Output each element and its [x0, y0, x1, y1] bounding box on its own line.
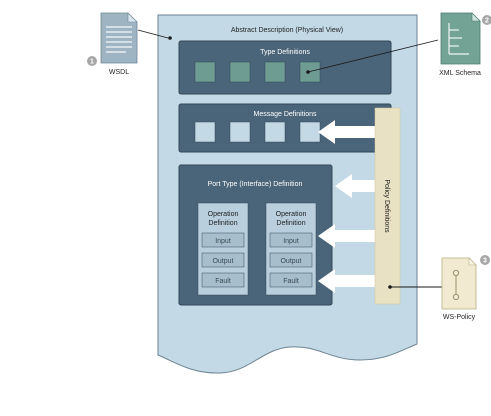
input-label: Input	[283, 238, 299, 245]
arrow-to-operation-fault	[318, 269, 375, 293]
operation-title-line1: Operation	[276, 211, 307, 218]
operation-definition-box: Operation Definition Input Output Fault	[197, 202, 249, 296]
output-label: Output	[280, 258, 301, 265]
fault-row	[269, 272, 313, 288]
type-definition-square	[194, 61, 216, 83]
port-type-definition-box: Port Type (Interface) Definition Operati…	[178, 164, 333, 306]
wsdl-label: WSDL	[109, 69, 129, 76]
input-label: Input	[215, 238, 231, 245]
type-definition-square	[299, 61, 321, 83]
ws-policy-connector-dot	[388, 285, 392, 289]
message-definition-square	[299, 121, 321, 143]
type-definitions-box: Type Definitions	[178, 40, 392, 95]
connectors	[137, 29, 442, 289]
message-definition-square	[264, 121, 286, 143]
wsdl-connector-dot	[168, 36, 172, 40]
policy-definitions-label: Policy Definitions	[383, 179, 390, 233]
ws-policy-label: WS-Policy	[443, 314, 476, 321]
xml-schema-label: XML Schema	[439, 70, 481, 77]
ws-policy-badge	[480, 255, 490, 265]
ws-policy-badge-number: 3	[483, 258, 487, 265]
policy-definitions-bar: Policy Definitions	[374, 107, 401, 305]
output-row	[201, 252, 245, 268]
message-definition-square	[194, 121, 216, 143]
type-definition-square	[229, 61, 251, 83]
input-row	[201, 232, 245, 248]
fault-label: Fault	[215, 278, 231, 285]
type-definitions-label: Type Definitions	[260, 49, 310, 56]
wsdl-badge-number: 1	[90, 59, 94, 66]
operation-title-line2: Definition	[208, 220, 237, 227]
output-label: Output	[212, 258, 233, 265]
wsdl-badge	[87, 56, 97, 66]
abstract-description-title: Abstract Description (Physical View)	[231, 27, 343, 34]
arrow-to-message-definitions	[318, 120, 375, 144]
message-definitions-label: Message Definitions	[253, 111, 317, 118]
xml-schema-badge	[482, 15, 491, 25]
document-icon	[100, 12, 138, 64]
schema-document-icon	[440, 12, 481, 65]
input-row	[269, 232, 313, 248]
message-definition-square	[229, 121, 251, 143]
operation-definition-box: Operation Definition Input Output Fault	[265, 202, 317, 296]
policy-arrows	[318, 120, 375, 293]
xml-schema-connector-dot	[306, 70, 310, 74]
fault-row	[201, 272, 245, 288]
policy-document-icon	[441, 257, 477, 310]
operation-title-line2: Definition	[276, 220, 305, 227]
type-definition-square	[264, 61, 286, 83]
wsdl-connector	[137, 29, 169, 39]
xml-schema-badge-number: 2	[485, 18, 489, 25]
operation-title-line1: Operation	[208, 211, 239, 218]
fault-label: Fault	[283, 278, 299, 285]
xml-schema-connector	[307, 39, 439, 73]
message-definitions-box: Message Definitions	[178, 103, 392, 153]
arrow-to-port-type	[335, 174, 375, 198]
port-type-definition-label: Port Type (Interface) Definition	[208, 181, 303, 188]
arrow-to-operation-input	[318, 224, 375, 248]
output-row	[269, 252, 313, 268]
